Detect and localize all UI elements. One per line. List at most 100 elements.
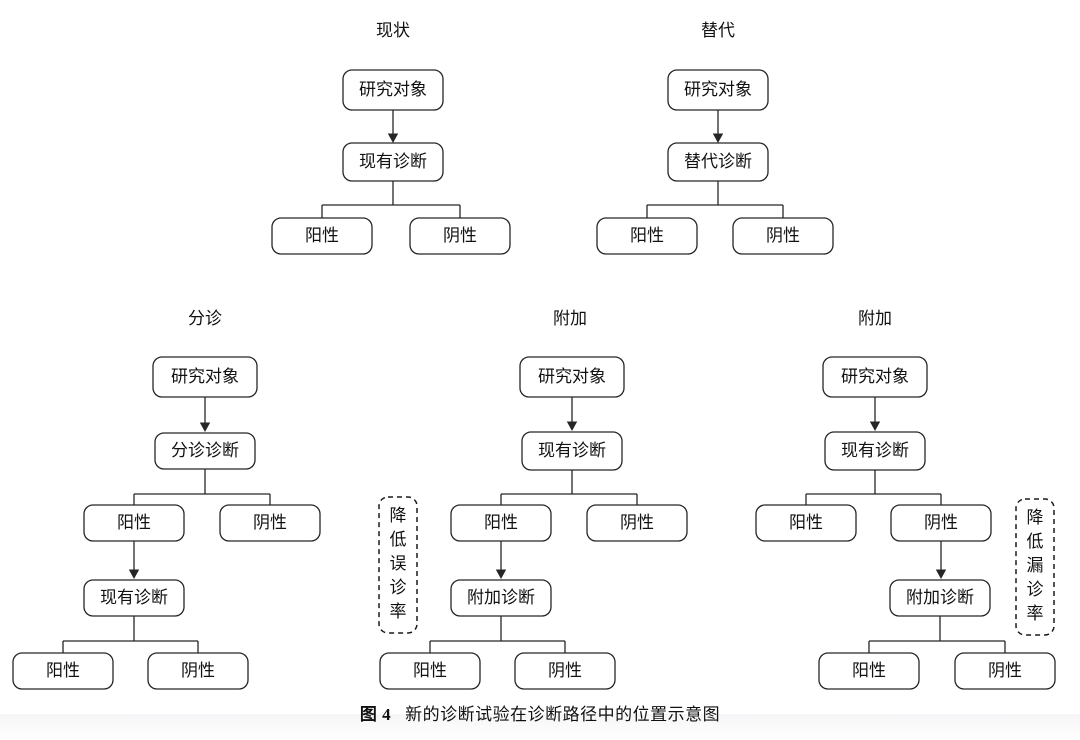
node-triage-existing-test: 现有诊断 bbox=[83, 579, 185, 617]
node-label-negative-2: 阴性 bbox=[548, 661, 582, 680]
node-replacement-subjects: 研究对象 bbox=[667, 69, 769, 111]
node-box-existing-test bbox=[521, 431, 623, 471]
node-box-positive bbox=[271, 217, 373, 255]
node-box-subjects bbox=[822, 356, 928, 398]
node-triage-negative-2: 阴性 bbox=[147, 652, 249, 690]
node-addon-positive-positive-1: 阳性 bbox=[450, 504, 552, 542]
node-box-subjects bbox=[667, 69, 769, 111]
node-label-negative-1: 阴性 bbox=[620, 513, 654, 532]
node-box-negative-1 bbox=[890, 504, 992, 542]
panel-title-addon-negative: 附加 bbox=[858, 309, 892, 328]
node-current-existing-test: 现有诊断 bbox=[342, 142, 444, 182]
reduce-missed-diagnosis-note-char-2: 漏 bbox=[1027, 556, 1044, 575]
node-box-addon-test bbox=[889, 579, 991, 617]
reduce-missed-diagnosis-note-char-0: 降 bbox=[1027, 508, 1044, 527]
node-box-existing-test bbox=[824, 431, 926, 471]
node-addon-positive-existing-test: 现有诊断 bbox=[521, 431, 623, 471]
node-label-negative: 阴性 bbox=[443, 226, 477, 245]
node-label-existing-test: 现有诊断 bbox=[538, 441, 606, 460]
panel-addon-negative: 附加研究对象现有诊断阳性阴性附加诊断阳性阴性降低漏诊率 bbox=[755, 309, 1056, 690]
node-label-positive-2: 阳性 bbox=[852, 661, 886, 680]
node-label-negative-2: 阴性 bbox=[988, 661, 1022, 680]
node-box-triage-test bbox=[154, 432, 256, 470]
arrow-addon-negative-1-head bbox=[935, 569, 947, 579]
reduce-missed-diagnosis-note-char-1: 低 bbox=[1027, 532, 1044, 551]
node-label-negative: 阴性 bbox=[766, 226, 800, 245]
node-label-replacement-test: 替代诊断 bbox=[684, 152, 752, 171]
node-addon-positive-addon-test: 附加诊断 bbox=[450, 579, 552, 617]
arrow-current-0-head bbox=[387, 133, 399, 143]
node-label-existing-test: 现有诊断 bbox=[841, 441, 909, 460]
node-box-negative-2 bbox=[514, 652, 616, 690]
node-label-positive: 阳性 bbox=[305, 226, 339, 245]
node-label-positive-2: 阳性 bbox=[413, 661, 447, 680]
node-label-subjects: 研究对象 bbox=[359, 80, 427, 99]
node-box-subjects bbox=[519, 356, 625, 398]
panel-title-addon-positive: 附加 bbox=[553, 309, 587, 328]
node-label-addon-test: 附加诊断 bbox=[906, 588, 974, 607]
node-replacement-negative: 阴性 bbox=[732, 217, 834, 255]
node-addon-negative-addon-test: 附加诊断 bbox=[889, 579, 991, 617]
node-triage-subjects: 研究对象 bbox=[152, 356, 258, 398]
node-box-addon-test bbox=[450, 579, 552, 617]
arrow-triage-0-head bbox=[199, 422, 211, 432]
node-label-existing-test: 现有诊断 bbox=[100, 588, 168, 607]
node-label-triage-test: 分诊诊断 bbox=[171, 441, 239, 460]
node-box-positive-1 bbox=[755, 504, 857, 542]
node-addon-positive-negative-2: 阴性 bbox=[514, 652, 616, 690]
node-addon-negative-existing-test: 现有诊断 bbox=[824, 431, 926, 471]
reduce-misdiagnosis-note-char-1: 低 bbox=[390, 530, 407, 549]
node-label-negative-2: 阴性 bbox=[181, 661, 215, 680]
node-triage-positive-1: 阳性 bbox=[83, 504, 185, 542]
node-addon-positive-negative-1: 阴性 bbox=[586, 504, 688, 542]
node-box-negative-1 bbox=[586, 504, 688, 542]
panel-replacement: 替代研究对象替代诊断阳性阴性 bbox=[596, 21, 834, 255]
node-current-subjects: 研究对象 bbox=[342, 69, 444, 111]
figure-caption: 图 4 新的诊断试验在诊断路径中的位置示意图 bbox=[0, 700, 1080, 725]
node-box-negative-2 bbox=[147, 652, 249, 690]
arrow-triage-1-head bbox=[128, 569, 140, 579]
panel-current: 现状研究对象现有诊断阳性阴性 bbox=[271, 21, 511, 255]
node-label-positive-1: 阳性 bbox=[484, 513, 518, 532]
arrow-replacement-0-head bbox=[712, 133, 724, 143]
node-box-positive-2 bbox=[818, 652, 920, 690]
figure-caption-number: 图 4 bbox=[359, 705, 392, 724]
node-box-positive-2 bbox=[379, 652, 481, 690]
node-triage-triage-test: 分诊诊断 bbox=[154, 432, 256, 470]
node-box-negative-1 bbox=[219, 504, 321, 542]
reduce-misdiagnosis-note-char-0: 降 bbox=[390, 506, 407, 525]
node-addon-negative-negative-2: 阴性 bbox=[954, 652, 1056, 690]
node-label-positive: 阳性 bbox=[630, 226, 664, 245]
node-box-positive-2 bbox=[12, 652, 114, 690]
node-label-addon-test: 附加诊断 bbox=[467, 588, 535, 607]
node-label-negative-1: 阴性 bbox=[924, 513, 958, 532]
node-replacement-replacement-test: 替代诊断 bbox=[667, 142, 769, 182]
panel-title-triage: 分诊 bbox=[188, 309, 222, 328]
node-addon-negative-negative-1: 阴性 bbox=[890, 504, 992, 542]
figure-caption-text: 新的诊断试验在诊断路径中的位置示意图 bbox=[405, 705, 721, 724]
node-box-negative bbox=[409, 217, 511, 255]
panel-addon-positive: 附加研究对象现有诊断阳性阴性附加诊断阳性阴性降低误诊率 bbox=[378, 309, 688, 690]
arrow-addon-negative-0-head bbox=[869, 421, 881, 431]
node-addon-negative-positive-2: 阳性 bbox=[818, 652, 920, 690]
node-label-positive-1: 阳性 bbox=[789, 513, 823, 532]
node-label-positive-1: 阳性 bbox=[117, 513, 151, 532]
node-box-subjects bbox=[152, 356, 258, 398]
node-label-subjects: 研究对象 bbox=[171, 367, 239, 386]
reduce-missed-diagnosis-note-char-4: 率 bbox=[1027, 604, 1044, 623]
reduce-misdiagnosis-note-char-4: 率 bbox=[390, 602, 407, 621]
node-current-positive: 阳性 bbox=[271, 217, 373, 255]
node-triage-negative-1: 阴性 bbox=[219, 504, 321, 542]
node-label-subjects: 研究对象 bbox=[684, 80, 752, 99]
node-box-positive-1 bbox=[450, 504, 552, 542]
node-box-existing-test bbox=[342, 142, 444, 182]
panel-triage: 分诊研究对象分诊诊断阳性阴性现有诊断阳性阴性 bbox=[12, 309, 321, 690]
node-addon-positive-subjects: 研究对象 bbox=[519, 356, 625, 398]
reduce-misdiagnosis-note-char-2: 误 bbox=[390, 554, 407, 573]
node-label-subjects: 研究对象 bbox=[538, 367, 606, 386]
node-label-negative-1: 阴性 bbox=[253, 513, 287, 532]
node-box-negative-2 bbox=[954, 652, 1056, 690]
